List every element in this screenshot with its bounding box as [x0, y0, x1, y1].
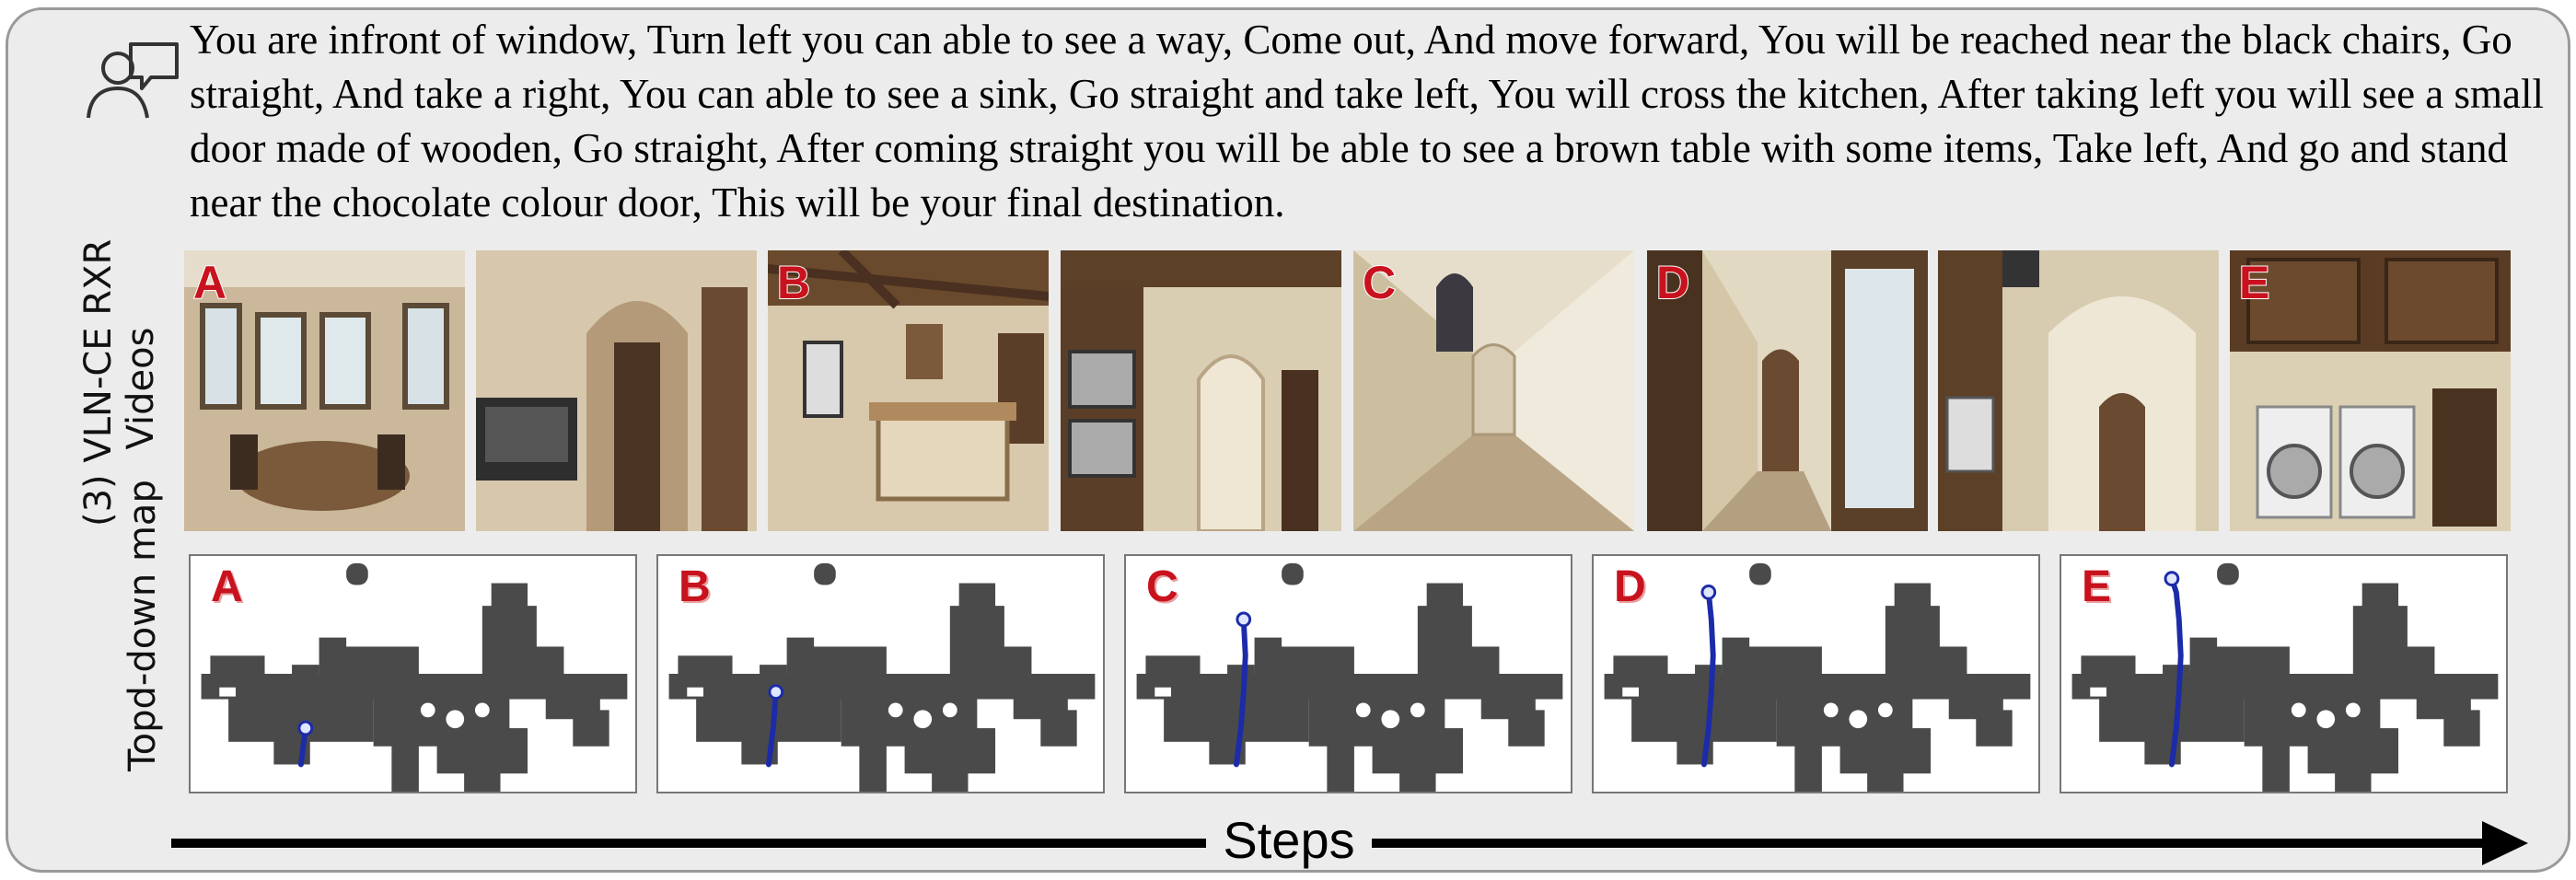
trajectory-path [2168, 575, 2184, 768]
side-label-map: Topd-down map [122, 480, 164, 771]
topdown-map-drawing [1604, 562, 2031, 792]
map-letter-label: B [678, 562, 712, 612]
frame-letter-label: B [776, 256, 811, 309]
video-frame [476, 250, 757, 531]
trajectory-path [1233, 616, 1248, 768]
video-frame-image [1353, 250, 1634, 531]
topdown-map-panel: C [1124, 554, 1572, 793]
trajectory-path [765, 689, 779, 768]
side-label-dataset: (3) VLN-CE RXR [77, 238, 120, 527]
frame-letter-label: A [192, 256, 227, 309]
topdown-map-panel: A [189, 554, 637, 793]
agent-marker [297, 720, 314, 736]
video-frame [1938, 250, 2219, 531]
video-frame: C [1353, 250, 1634, 531]
map-letter-label: D [1613, 562, 1647, 612]
video-frame: A [184, 250, 465, 531]
topdown-map-panel: E [2060, 554, 2508, 793]
topdown-map-panel: D [1592, 554, 2040, 793]
navigation-instruction: You are infront of window, Turn left you… [190, 17, 2545, 226]
map-letter-label: A [210, 562, 244, 612]
topdown-map-drawing [1136, 562, 1563, 792]
video-frame-image [476, 250, 757, 531]
topdown-map-panel: B [656, 554, 1105, 793]
trajectory-path [1700, 589, 1716, 768]
video-frame: D [1647, 250, 1928, 531]
video-frame-image [2230, 250, 2511, 531]
frame-letter-label: E [2238, 256, 2270, 309]
video-frame-image [1061, 250, 1341, 531]
agent-marker [1700, 585, 1717, 600]
map-letter-label: E [2081, 562, 2112, 612]
topdown-map-drawing [2071, 562, 2499, 792]
video-frame-image [1938, 250, 2219, 531]
video-frame [1061, 250, 1341, 531]
video-frame-image [184, 250, 465, 531]
topdown-map-drawing [201, 562, 628, 792]
steps-label: Steps [1206, 810, 1372, 870]
frame-letter-label: C [1362, 256, 1397, 309]
video-frame-image [1647, 250, 1928, 531]
speech-person-icon [87, 42, 179, 119]
agent-marker [768, 684, 784, 701]
topdown-map-drawing [668, 562, 1096, 792]
agent-marker [1236, 611, 1252, 628]
video-frame: B [768, 250, 1049, 531]
map-letter-label: C [1145, 562, 1179, 612]
agent-marker [2164, 571, 2180, 586]
frame-letter-label: D [1655, 256, 1690, 309]
video-frame-image [768, 250, 1049, 531]
video-frame: E [2230, 250, 2511, 531]
